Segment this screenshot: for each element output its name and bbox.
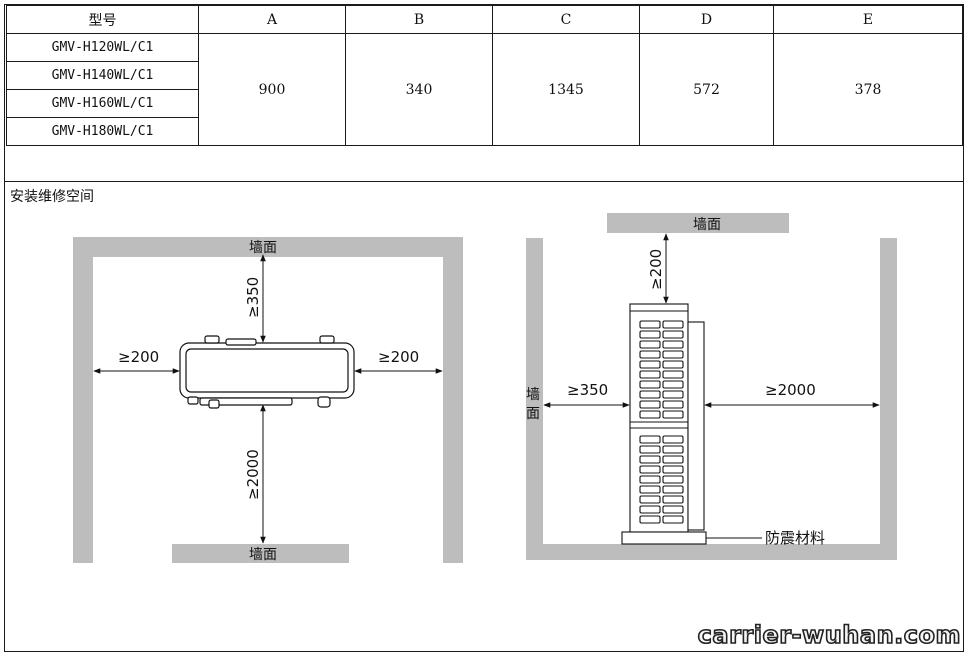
top-clearance-label: ≥350 [244, 277, 262, 318]
table-header-d: D [639, 5, 774, 34]
page-frame [4, 4, 964, 652]
anti-vibration-base [621, 531, 707, 545]
outdoor-unit-side-view [629, 303, 705, 533]
value-cell-e: 378 [773, 33, 963, 146]
left-wall [73, 237, 93, 563]
left-clearance-label: ≥200 [118, 348, 159, 366]
model-cell: GMV-H180WL/C1 [6, 117, 199, 146]
section-title: 安装维修空间 [10, 189, 94, 205]
right-wall [443, 237, 463, 563]
bottom-clearance-label: ≥2000 [244, 449, 262, 500]
table-row: GMV-H160WL/C1 [6, 89, 963, 118]
side-right-clearance-label: ≥2000 [765, 381, 816, 399]
model-cell: GMV-H120WL/C1 [6, 33, 199, 62]
base-label: 防震材料 [765, 529, 825, 547]
bottom-wall [172, 544, 349, 563]
value-cell-b: 340 [345, 33, 493, 146]
table-header-e: E [773, 5, 963, 34]
top-view-diagram: 墙面 墙面 ≥200 ≥200 ≥350 ≥2000 [73, 237, 463, 563]
table-row: GMV-H180WL/C1 [6, 117, 963, 146]
watermark: carrier-wuhan.com [697, 620, 961, 650]
table-row: GMV-H140WL/C1 [6, 61, 963, 90]
side-left-wall-label-1: 墙 [526, 387, 540, 403]
dimension-table: 型号 A B C D E GMV-H120WL/C1 900 340 1345 … [6, 5, 963, 146]
side-top-wall [607, 213, 789, 233]
side-floor [526, 544, 897, 560]
section-divider [5, 181, 963, 182]
side-top-wall-label: 墙面 [693, 217, 721, 233]
table-header-model: 型号 [6, 5, 199, 34]
bottom-wall-label: 墙面 [249, 547, 277, 563]
model-cell: GMV-H140WL/C1 [6, 61, 199, 90]
top-wall-label: 墙面 [249, 240, 277, 256]
model-cell: GMV-H160WL/C1 [6, 89, 199, 118]
side-left-clearance-label: ≥350 [567, 381, 608, 399]
value-cell-d: 572 [639, 33, 774, 146]
table-row: GMV-H120WL/C1 900 340 1345 572 378 [6, 33, 963, 146]
side-view-diagram: 墙面 墙 面 [526, 213, 897, 560]
side-right-wall [880, 238, 897, 560]
side-left-wall-label-2: 面 [526, 406, 540, 422]
table-header-row: 型号 A B C D E [6, 5, 963, 34]
value-cell-c: 1345 [492, 33, 640, 146]
outdoor-unit-top-view [179, 335, 355, 409]
top-wall [73, 237, 463, 257]
right-clearance-label: ≥200 [378, 348, 419, 366]
value-cell-a: 900 [198, 33, 346, 146]
side-left-wall [526, 238, 543, 560]
side-top-clearance-label: ≥200 [647, 249, 665, 290]
